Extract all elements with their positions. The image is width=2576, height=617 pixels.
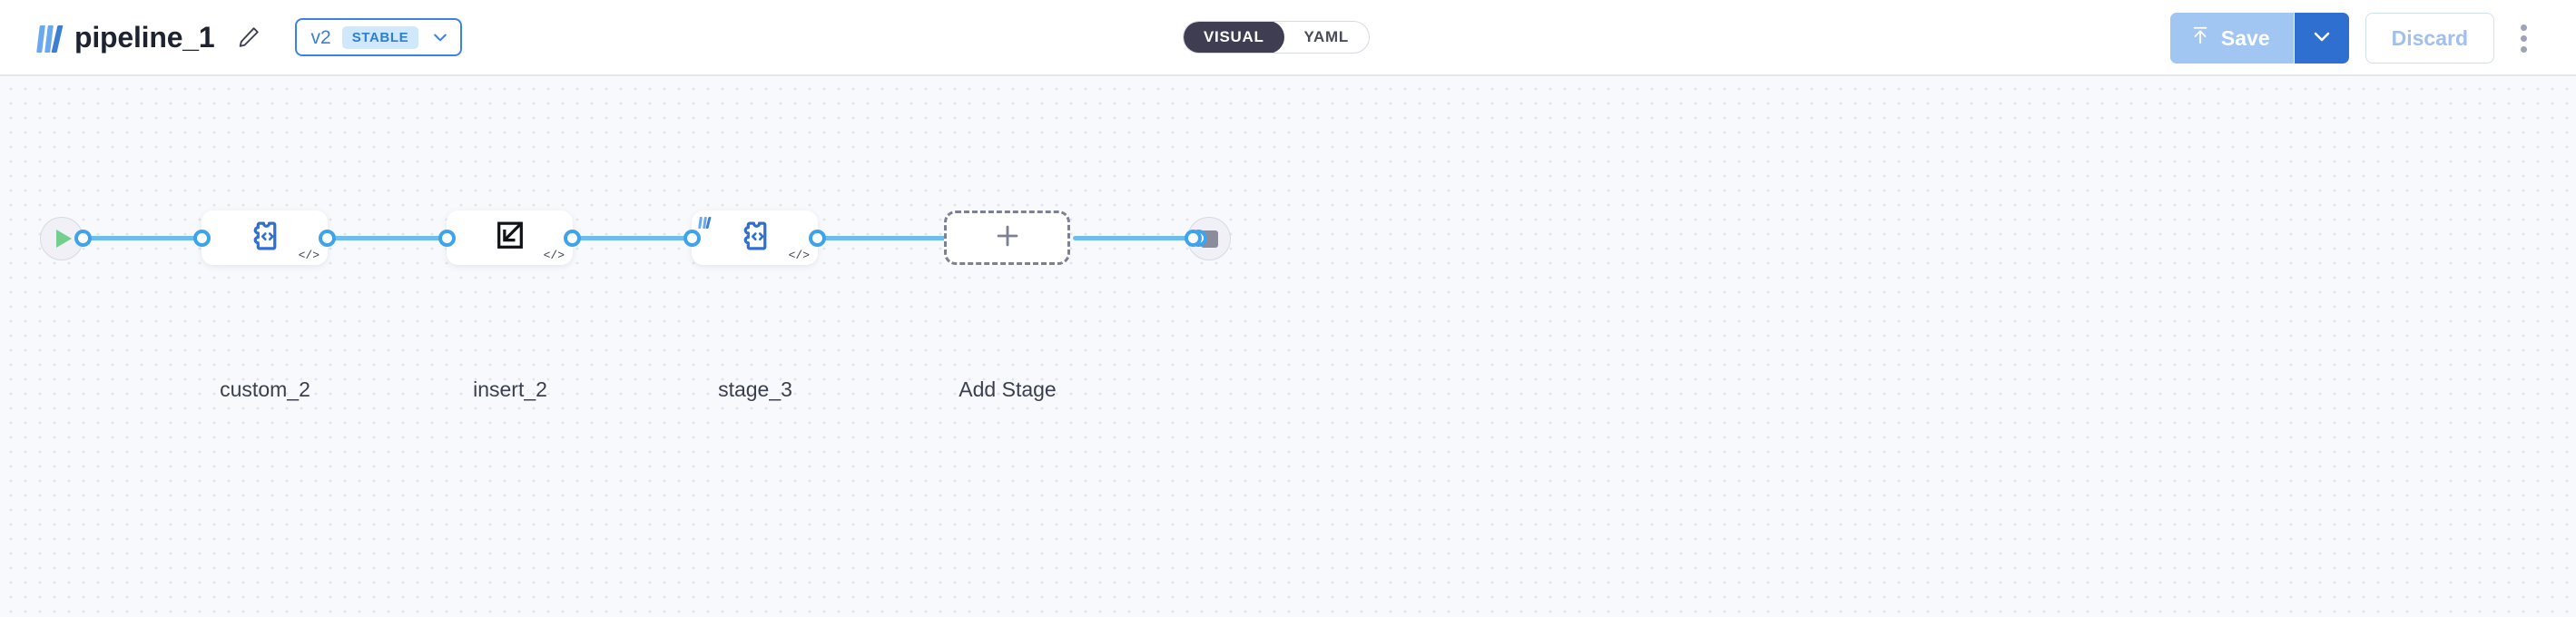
stage-node-stage-3[interactable]: </> (692, 211, 818, 265)
edge-insert2-to-stage3 (568, 236, 699, 240)
header-left-group: pipeline_1 v2 STABLE (33, 18, 463, 56)
app-header: pipeline_1 v2 STABLE VISUAL YAML (0, 0, 2576, 76)
port-stage3-in[interactable] (683, 230, 701, 247)
port-start-out[interactable] (74, 230, 92, 247)
chevron-down-icon (429, 28, 449, 46)
port-insert2-in[interactable] (438, 230, 456, 247)
discard-button[interactable]: Discard (2365, 13, 2494, 64)
version-selector[interactable]: v2 STABLE (294, 18, 463, 56)
stage-node-custom-2[interactable]: </> (202, 211, 328, 265)
code-puzzle-icon (737, 218, 773, 259)
port-end-connector[interactable] (1185, 230, 1202, 247)
pipeline-flow: </> custom_2 </> insert_2 (0, 76, 2576, 617)
plus-icon (992, 220, 1023, 256)
add-stage-label: Add Stage (959, 377, 1057, 401)
code-puzzle-icon (247, 218, 283, 259)
port-custom2-in[interactable] (193, 230, 211, 247)
edge-start-to-custom2 (78, 236, 209, 240)
stage-label-insert-2: insert_2 (473, 377, 547, 401)
kebab-menu-icon[interactable] (2494, 9, 2552, 67)
version-label: v2 (310, 26, 331, 48)
edge-custom2-to-insert2 (323, 236, 454, 240)
code-badge: </> (543, 249, 565, 262)
stage-label-stage-3: stage_3 (718, 377, 792, 401)
insert-arrow-icon (492, 218, 528, 259)
header-actions: Save Discard (2169, 0, 2552, 76)
tab-visual[interactable]: VISUAL (1184, 22, 1284, 53)
code-badge: </> (788, 249, 810, 262)
edge-addstage-to-end (1073, 236, 1207, 240)
upload-icon (2190, 24, 2210, 52)
view-mode-toggle[interactable]: VISUAL YAML (1183, 21, 1370, 54)
play-icon (56, 230, 72, 248)
stage-label-custom-2: custom_2 (220, 377, 310, 401)
port-custom2-out[interactable] (319, 230, 336, 247)
stacked-bars-logo-icon (36, 22, 64, 53)
add-stage-button[interactable] (944, 211, 1070, 265)
edge-stage3-to-addstage (813, 236, 1040, 240)
save-dropdown-button[interactable] (2294, 13, 2349, 64)
port-insert2-out[interactable] (564, 230, 581, 247)
save-button-label: Save (2220, 25, 2270, 50)
pencil-icon[interactable] (233, 22, 264, 53)
stage-node-insert-2[interactable]: </> (447, 211, 573, 265)
status-badge: STABLE (341, 25, 419, 49)
chevron-down-icon (2311, 25, 2333, 52)
page-title: pipeline_1 (74, 21, 215, 54)
port-stage3-out[interactable] (809, 230, 826, 247)
pipeline-canvas[interactable]: </> custom_2 </> insert_2 (0, 76, 2576, 617)
tab-yaml[interactable]: YAML (1303, 28, 1349, 45)
code-badge: </> (298, 249, 320, 262)
stacked-bars-logo-icon (698, 215, 712, 229)
save-button[interactable]: Save (2169, 13, 2295, 64)
save-button-group: Save (2169, 13, 2349, 64)
